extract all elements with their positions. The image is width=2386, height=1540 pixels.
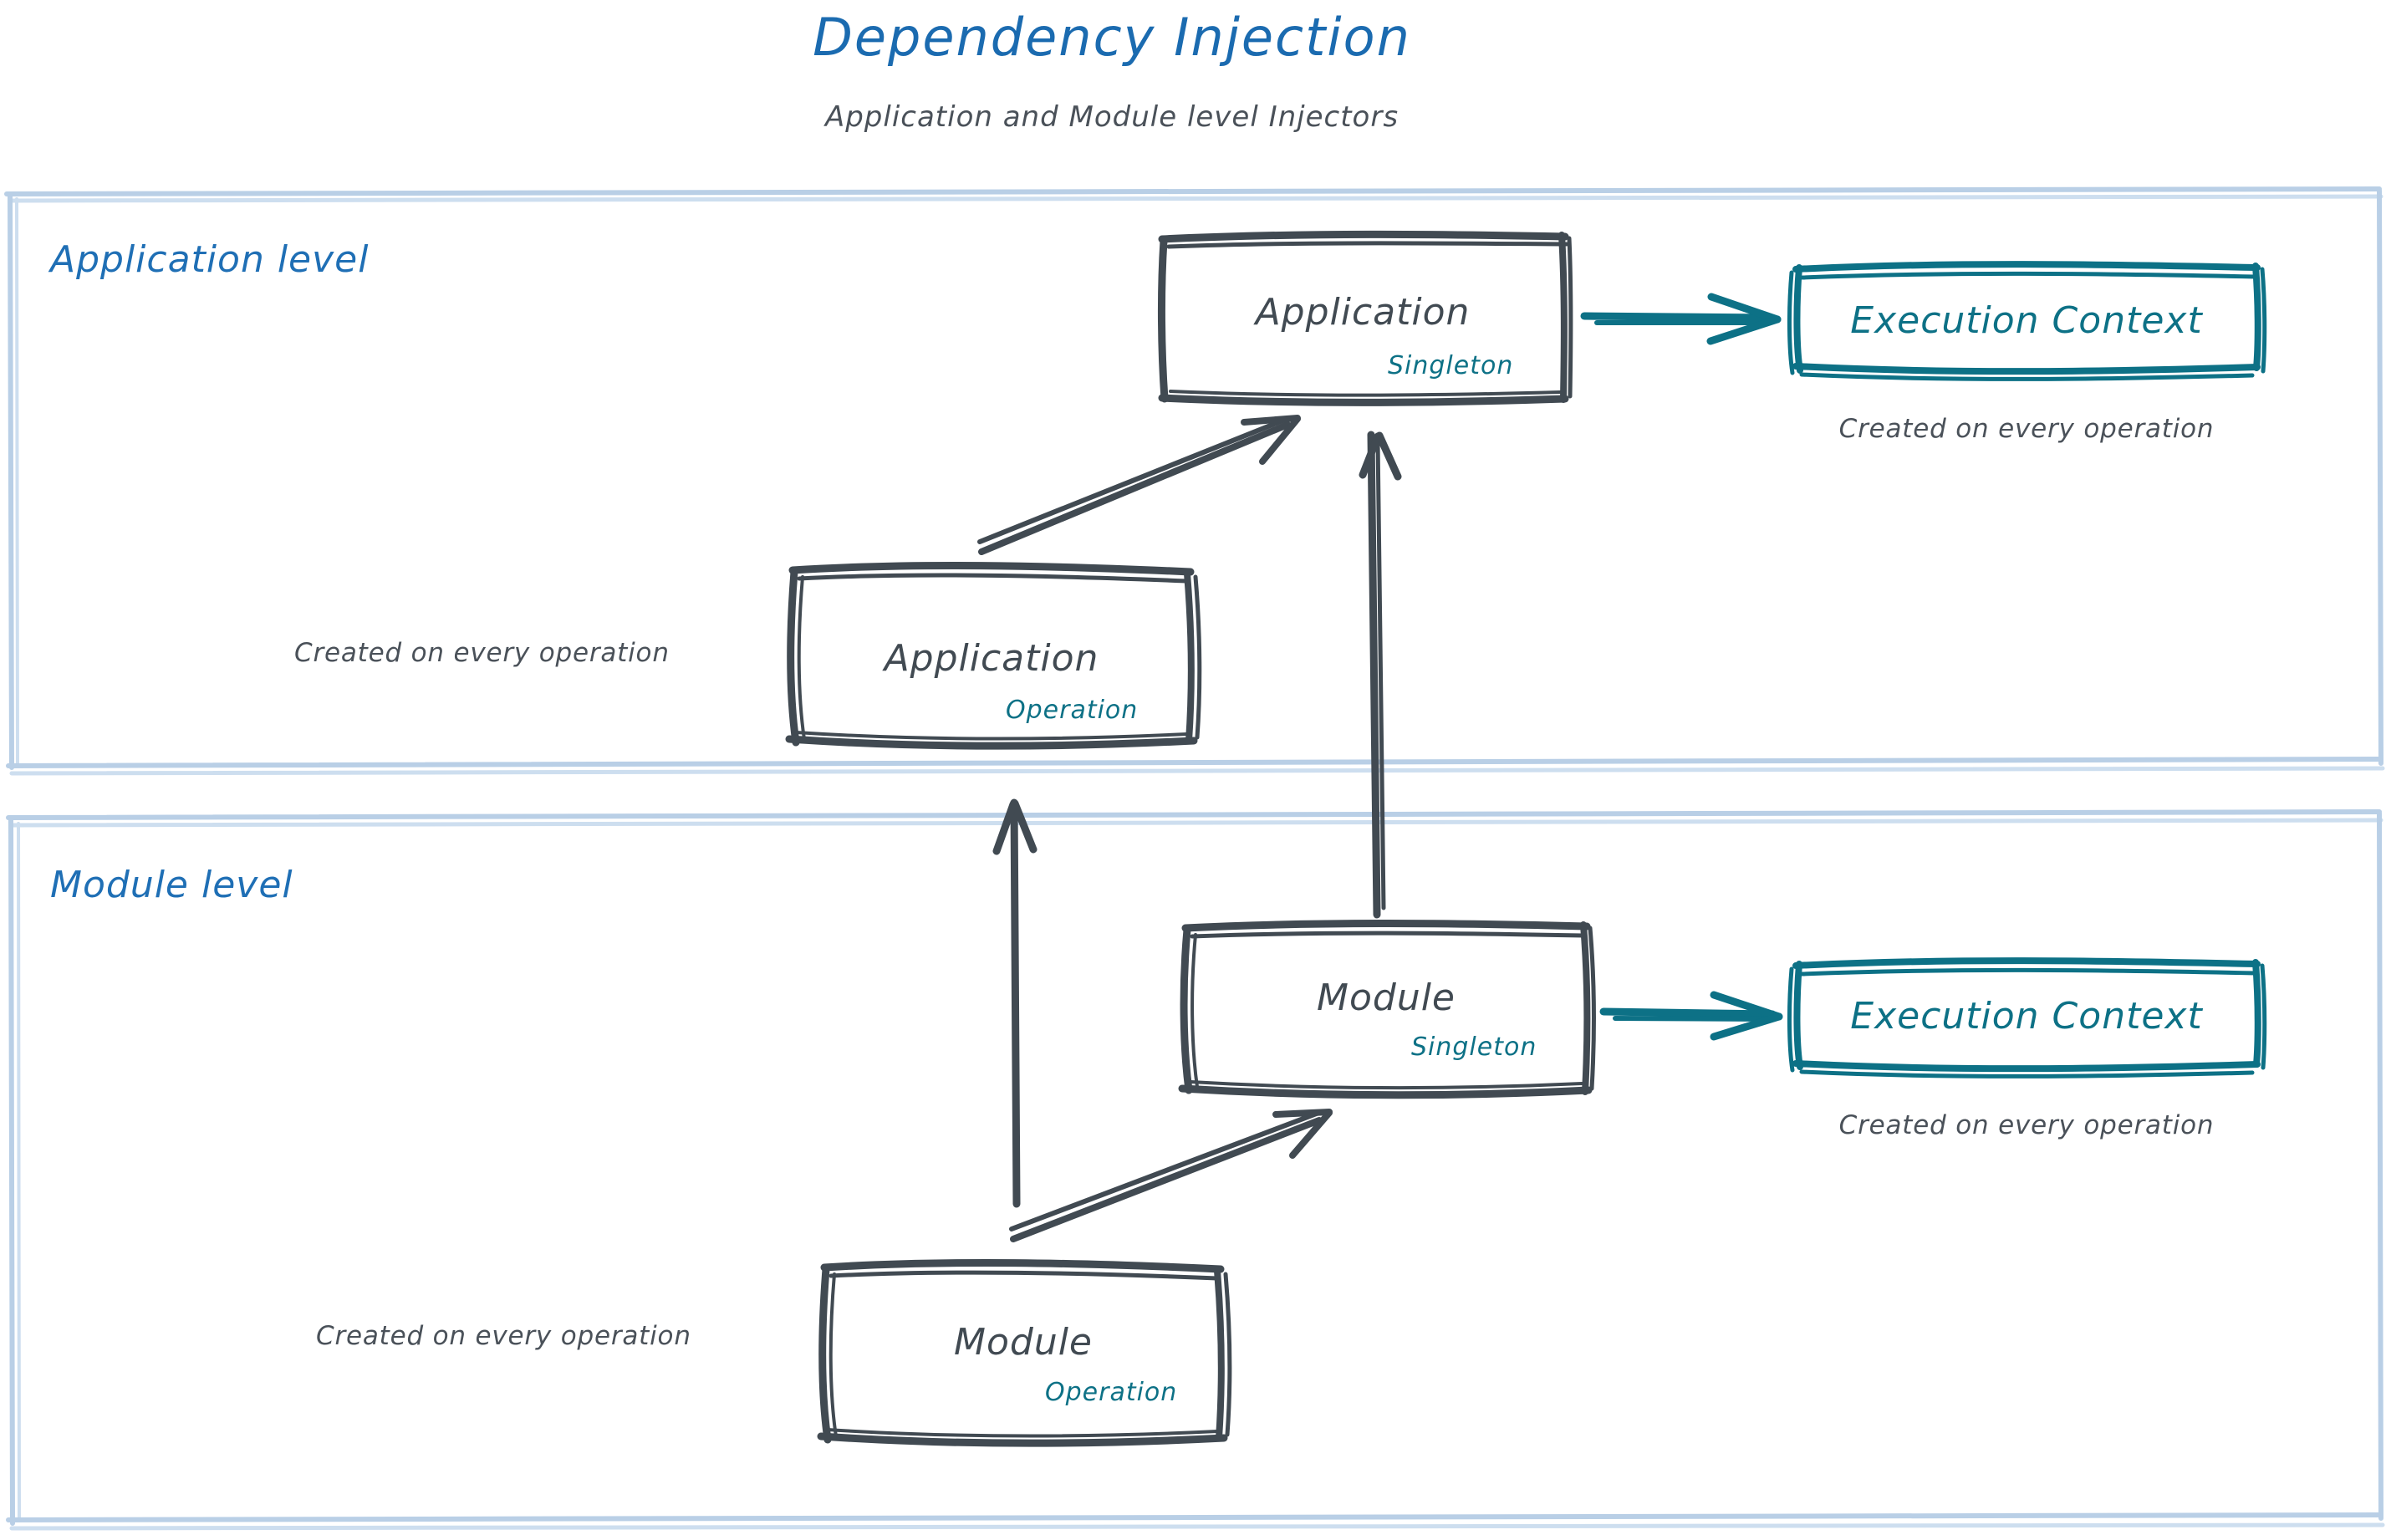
node-application-singleton-label: Application bbox=[1255, 291, 1471, 334]
page-subtitle: Application and Module level Injectors bbox=[824, 100, 1399, 134]
caption-module-operation: Created on every operation bbox=[316, 1321, 691, 1351]
node-module-execution-context-box[interactable] bbox=[1787, 957, 2267, 1079]
node-application-execution-context-box[interactable] bbox=[1787, 261, 2267, 381]
node-module-operation-label: Module bbox=[954, 1321, 1093, 1364]
node-module-execution-context-label: Execution Context bbox=[1850, 995, 2203, 1038]
panel-application-level-border bbox=[4, 186, 2385, 776]
caption-application-execution-context: Created on every operation bbox=[1838, 414, 2215, 444]
edge-module-operation-to-module-singleton bbox=[1009, 1109, 1333, 1242]
panel-title-module-level: Module level bbox=[50, 864, 293, 906]
node-application-execution-context-label: Execution Context bbox=[1850, 299, 2203, 342]
edge-app-operation-to-app-singleton bbox=[977, 415, 1301, 555]
node-module-singleton-box[interactable] bbox=[1178, 920, 1596, 1099]
node-application-singleton-scope: Singleton bbox=[1388, 351, 1514, 380]
edge-module-singleton-to-exec-context bbox=[1599, 991, 1783, 1041]
node-application-operation-label: Application bbox=[884, 637, 1099, 680]
page-title: Dependency Injection bbox=[813, 7, 1411, 68]
caption-module-execution-context: Created on every operation bbox=[1838, 1110, 2215, 1140]
edge-module-operation-to-application-level bbox=[992, 798, 1038, 1208]
node-module-singleton-scope: Singleton bbox=[1411, 1033, 1537, 1062]
node-module-singleton-label: Module bbox=[1317, 977, 1456, 1019]
node-module-operation-box[interactable] bbox=[817, 1259, 1232, 1447]
node-application-operation-box[interactable] bbox=[785, 562, 1202, 750]
panel-module-level-border bbox=[6, 809, 2385, 1531]
caption-application-operation: Created on every operation bbox=[294, 638, 670, 668]
node-application-operation-scope: Operation bbox=[1006, 696, 1139, 725]
node-application-singleton-box[interactable] bbox=[1157, 230, 1573, 406]
edge-module-singleton-to-app-singleton bbox=[1359, 431, 1402, 919]
panel-title-application-level: Application level bbox=[50, 238, 370, 281]
node-module-operation-scope: Operation bbox=[1045, 1378, 1178, 1407]
edge-app-singleton-to-exec-context bbox=[1580, 293, 1782, 345]
